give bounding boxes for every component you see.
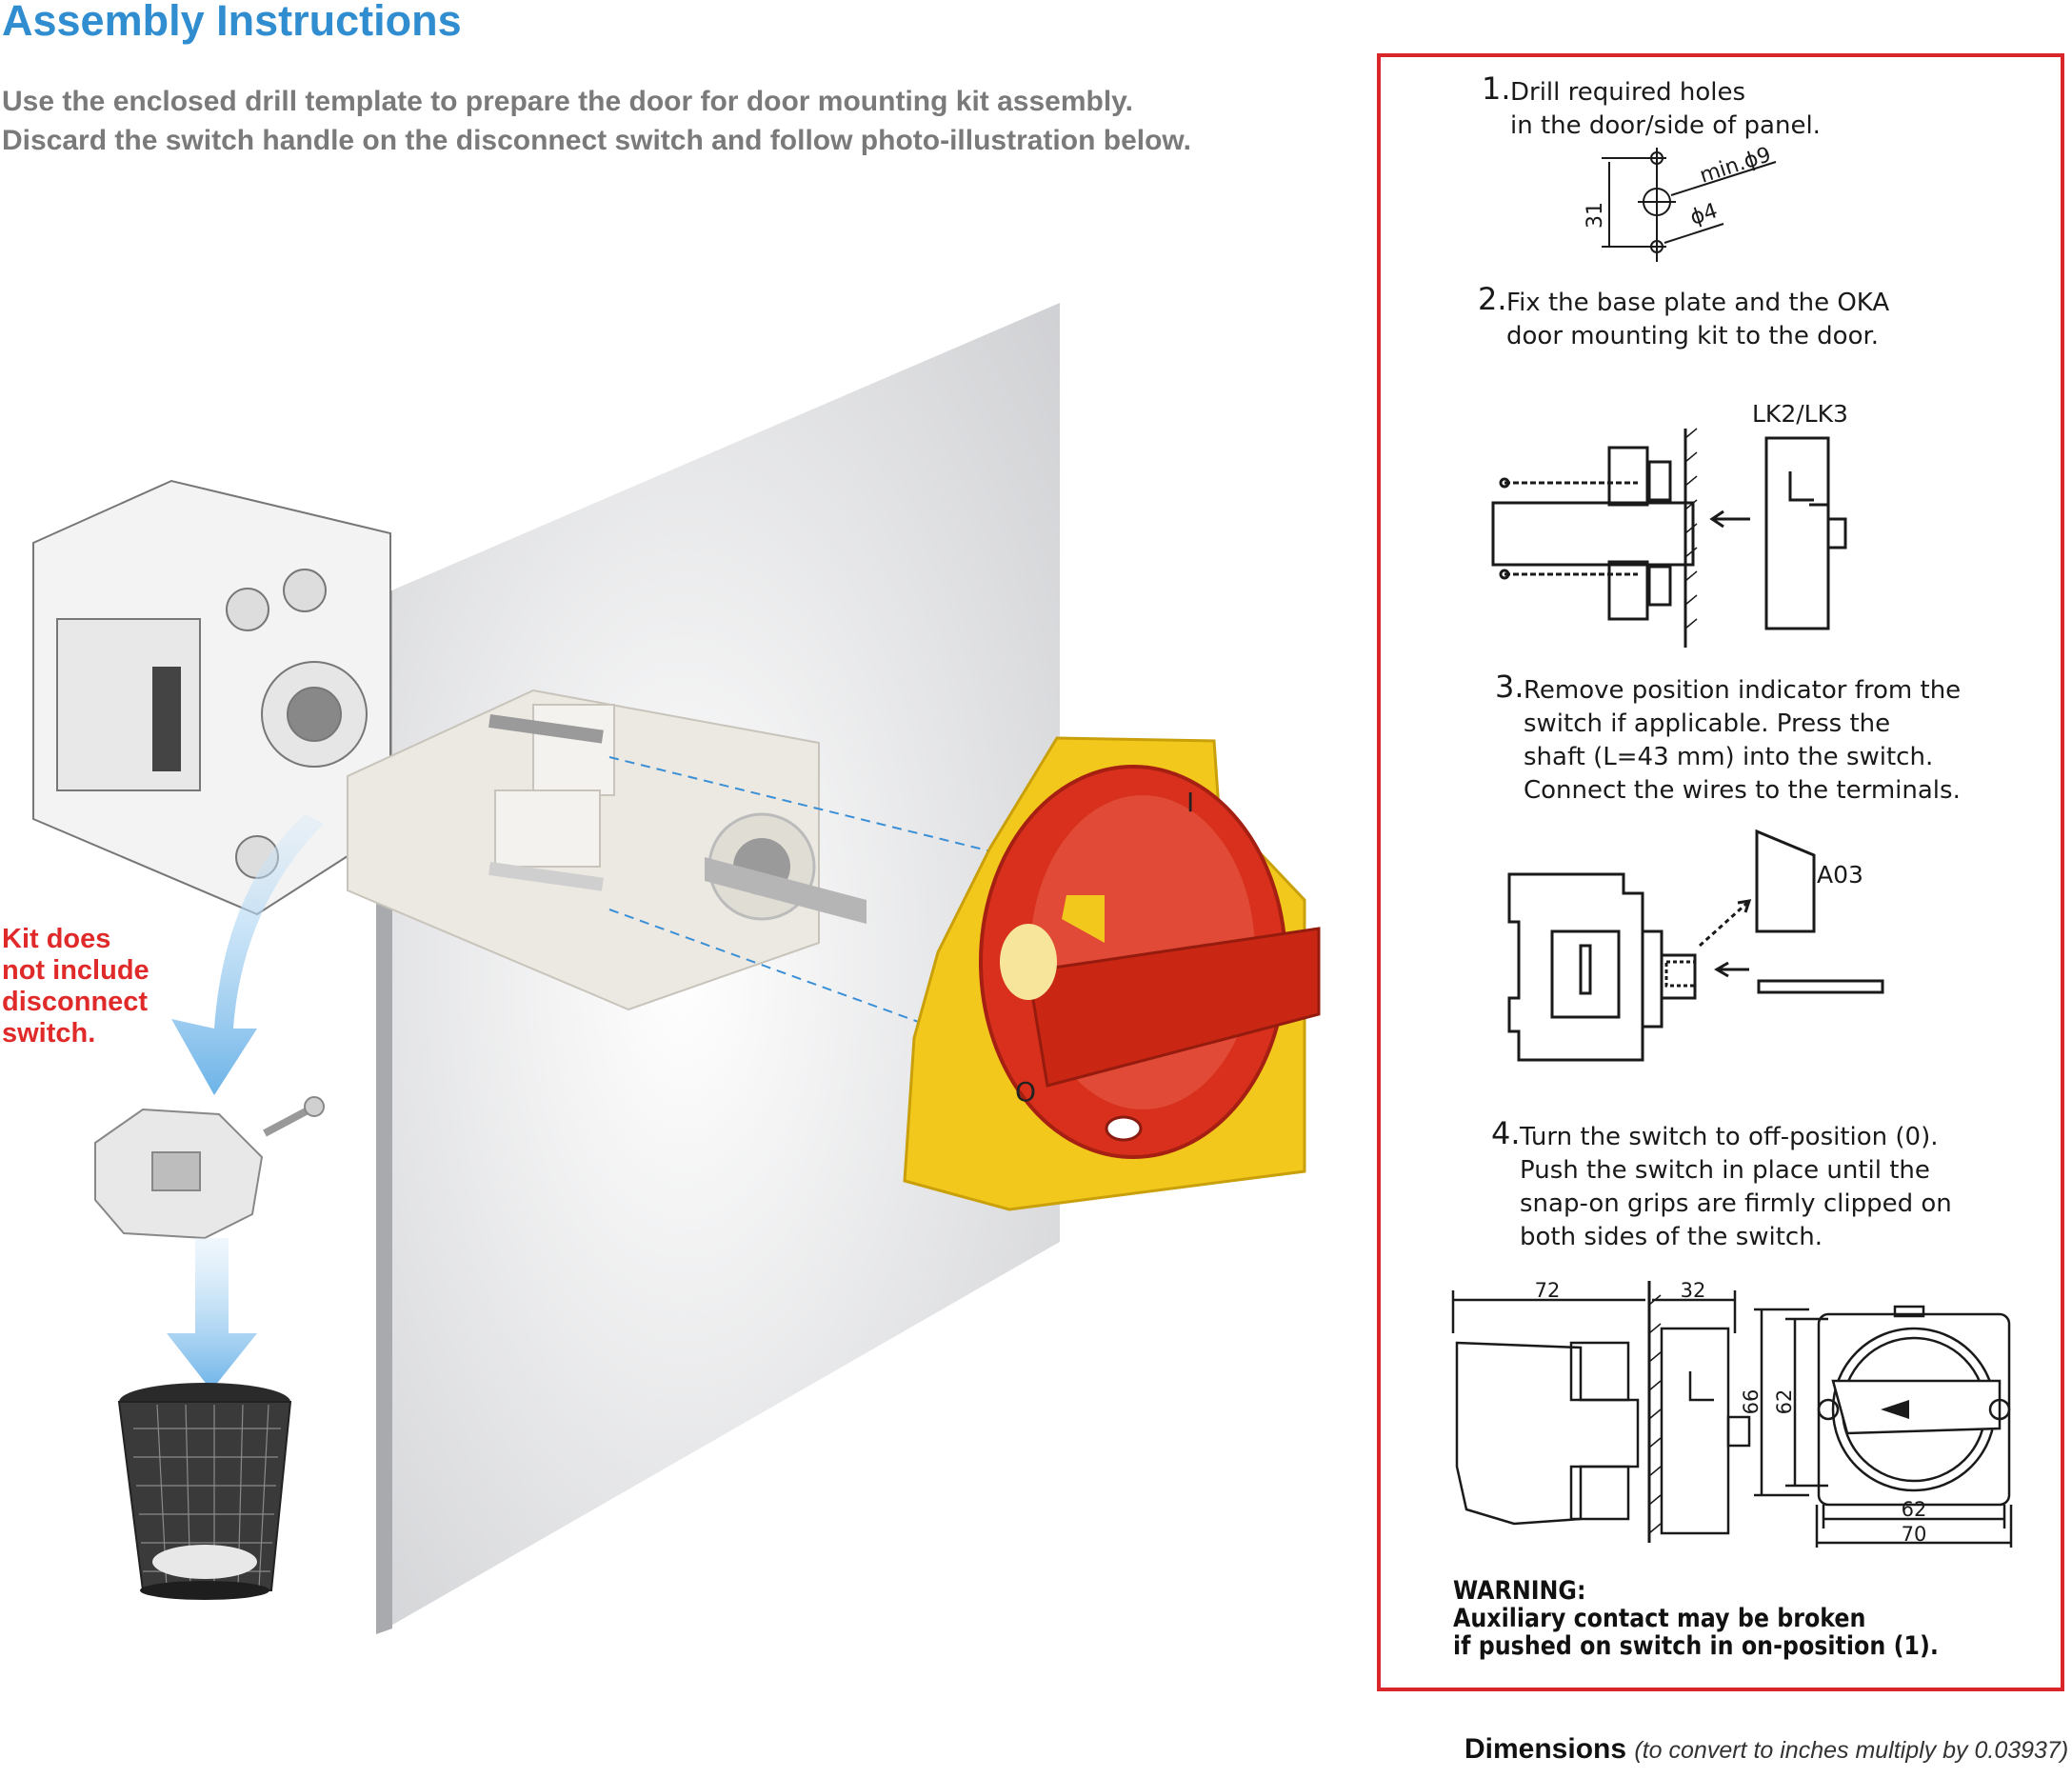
- step-line: in the door/side of panel.: [1510, 111, 1821, 140]
- step-line: Push the switch in place until the: [1520, 1156, 1930, 1185]
- step-1: 1. Drill required holes in the door/side…: [1482, 72, 1821, 143]
- warning-line: Auxiliary contact may be broken: [1453, 1604, 1866, 1633]
- off-mark: O: [1015, 1076, 1036, 1108]
- kit-note-line: switch.: [2, 1018, 96, 1049]
- drill-hole-diagram: 31 min.ϕ9 ϕ4: [1584, 143, 1777, 262]
- step-2: 2. Fix the base plate and the OKA door m…: [1478, 283, 1890, 353]
- dimensions-note: (to convert to inches multiply by 0.0393…: [1634, 1737, 2069, 1764]
- on-mark: I: [1186, 787, 1194, 818]
- step-number: 1.: [1482, 70, 1511, 107]
- step-3: 3. Remove position indicator from the sw…: [1495, 670, 1962, 808]
- discard-arrow: [167, 814, 324, 1390]
- assembly-illustration: I O: [32, 303, 1321, 1634]
- mounting-kit-image: [347, 689, 867, 1011]
- step-line: Turn the switch to off-position (0).: [1520, 1123, 1939, 1151]
- kit-note: Kit does not include disconnect switch.: [2, 924, 149, 1049]
- dimensions-label: Dimensions: [1464, 1733, 1627, 1765]
- kit-note-line: disconnect: [2, 987, 149, 1017]
- intro-line-1: Use the enclosed drill template to prepa…: [2, 86, 1133, 117]
- switch-handle-image: I O: [903, 736, 1321, 1211]
- warning-line: if pushed on switch in on-position (1).: [1453, 1631, 1939, 1661]
- large-hole-label: min.ϕ9: [1697, 143, 1774, 189]
- shaft-diagram: [1507, 829, 1884, 1062]
- step-line: switch if applicable. Press the: [1524, 709, 1891, 738]
- wastebasket-image: [117, 1383, 292, 1600]
- removed-handle-image: [94, 1096, 325, 1240]
- warning-title: WARNING:: [1453, 1576, 1586, 1606]
- dim-62-horizontal: 62: [1902, 1498, 1927, 1521]
- page-title: Assembly Instructions: [2, 0, 462, 45]
- step-line: both sides of the switch.: [1520, 1223, 1823, 1251]
- drill-height-label: 31: [1584, 202, 1607, 229]
- step-number: 3.: [1495, 669, 1524, 705]
- disconnect-switch-image: [32, 479, 391, 916]
- dim-70: 70: [1902, 1523, 1927, 1546]
- mounting-kit-diagram: [1491, 428, 1847, 648]
- intro-line-2: Discard the switch handle on the disconn…: [2, 125, 1191, 156]
- dimension-diagram: 72 32 66 62 62 70: [1451, 1279, 2013, 1548]
- dim-32: 32: [1681, 1279, 1706, 1302]
- step-line: Fix the base plate and the OKA: [1506, 289, 1890, 317]
- lk-label: LK2/LK3: [1752, 400, 1848, 428]
- step-4: 4. Turn the switch to off-position (0). …: [1491, 1117, 1952, 1254]
- intro-text: Use the enclosed drill template to prepa…: [2, 82, 1191, 160]
- instructions-box: [1377, 53, 2064, 1691]
- kit-note-line: not include: [2, 955, 149, 986]
- step-line: shaft (L=43 mm) into the switch.: [1524, 743, 1934, 771]
- warning: WARNING: Auxiliary contact may be broken…: [1453, 1577, 1939, 1660]
- a03-label: A03: [1817, 861, 1863, 889]
- step-line: door mounting kit to the door.: [1506, 322, 1880, 350]
- step-number: 4.: [1491, 1115, 1521, 1151]
- step-line: snap-on grips are firmly clipped on: [1520, 1189, 1952, 1218]
- step-line: Remove position indicator from the: [1524, 676, 1962, 705]
- step-line: Connect the wires to the terminals.: [1524, 776, 1961, 805]
- kit-note-line: Kit does: [2, 924, 111, 954]
- dim-66: 66: [1740, 1389, 1763, 1415]
- dim-72: 72: [1535, 1279, 1561, 1302]
- step-number: 2.: [1478, 281, 1507, 317]
- dimensions-caption: Dimensions (to convert to inches multipl…: [1464, 1733, 2068, 1766]
- alignment-lines: [608, 756, 996, 1025]
- step-line: Drill required holes: [1510, 78, 1745, 107]
- dim-62-vertical: 62: [1773, 1389, 1796, 1415]
